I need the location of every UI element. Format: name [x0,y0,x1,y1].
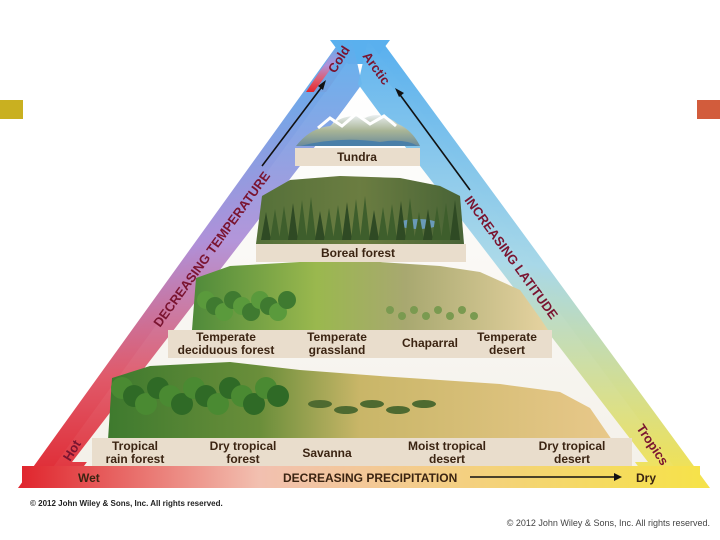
rainforest-tree [243,393,265,415]
label-temperate-desert-2: desert [489,343,525,357]
figure-copyright: © 2012 John Wiley & Sons, Inc. All right… [30,499,223,508]
conifer-tree [378,207,388,240]
axis-label-wet: Wet [78,471,100,485]
conifer-tree [261,212,271,240]
conifer-tree [450,200,460,240]
boreal-trees [261,196,460,240]
boreal-label-bar [256,244,466,262]
conifer-tree [396,201,406,240]
shrub [386,306,394,314]
temperate-label-bar [168,330,552,358]
conifer-tree [324,208,334,240]
axis-label-precipitation: DECREASING PRECIPITATION [283,471,457,485]
rainforest-tree [171,393,193,415]
rainforest-tree [267,385,289,407]
deciduous-tree [278,291,296,309]
conifer-tree [369,210,379,240]
shrub [410,306,418,314]
label-savanna: Savanna [302,446,352,460]
label-temperate-grassland-2: grassland [309,343,366,357]
conifer-tree [360,196,370,240]
precipitation-arrow [470,473,622,481]
axis-label-dry: Dry [636,471,656,485]
tropical-label-bar [92,438,632,466]
conifer-tree [270,209,280,240]
label-tropical-rain-forest-2: rain forest [106,452,165,466]
label-tropical-rain-forest-1: Tropical [112,439,158,453]
acacia-tree [386,406,410,414]
temperature-arrow [261,80,326,167]
label-dry-tropical-forest-2: forest [226,452,259,466]
conifer-tree [288,203,298,240]
tropical-trees [111,377,436,415]
latitude-arrow [395,88,471,191]
acacia-tree [334,406,358,414]
rainforest-tree [207,393,229,415]
shrub [422,312,430,320]
conifer-tree [297,200,307,240]
slide-marker-right [697,100,720,119]
conifer-tree [342,202,352,240]
conifer-tree [333,205,343,240]
shrub [458,306,466,314]
shrub [470,312,478,320]
label-chaparral: Chaparral [402,336,458,350]
tundra-label-bar [295,148,420,166]
conifer-tree [432,206,442,240]
shrub [434,306,442,314]
label-moist-tropical-desert-2: desert [429,452,465,466]
slide-marker-left [0,100,23,119]
rainforest-tree [135,393,157,415]
acacia-tree [360,400,384,408]
conifer-tree [441,203,451,240]
label-dry-tropical-forest-1: Dry tropical [210,439,277,453]
acacia-tree [412,400,436,408]
conifer-tree [315,211,325,240]
conifer-tree [423,209,433,240]
shrub [446,312,454,320]
temperate-trees [197,291,478,321]
acacia-tree [308,400,332,408]
label-boreal-forest: Boreal forest [321,246,395,260]
label-temperate-grassland-1: Temperate [307,330,367,344]
conifer-tree [387,204,397,240]
label-temperate-deciduous-2: deciduous forest [178,343,275,357]
slide-copyright: © 2012 John Wiley & Sons, Inc. All right… [506,518,710,528]
conifer-tree [351,199,361,240]
tundra-scene [296,112,420,146]
label-tundra: Tundra [337,150,377,164]
conifer-tree [306,197,316,240]
label-dry-tropical-desert-1: Dry tropical [539,439,606,453]
shrub [398,312,406,320]
conifer-tree [279,206,289,240]
label-temperate-desert-1: Temperate [477,330,537,344]
label-temperate-deciduous-1: Temperate [196,330,256,344]
label-dry-tropical-desert-2: desert [554,452,590,466]
conifer-tree [405,198,415,240]
bottom-edge-band [22,466,700,488]
conifer-tree [414,212,424,240]
label-moist-tropical-desert-1: Moist tropical [408,439,486,453]
